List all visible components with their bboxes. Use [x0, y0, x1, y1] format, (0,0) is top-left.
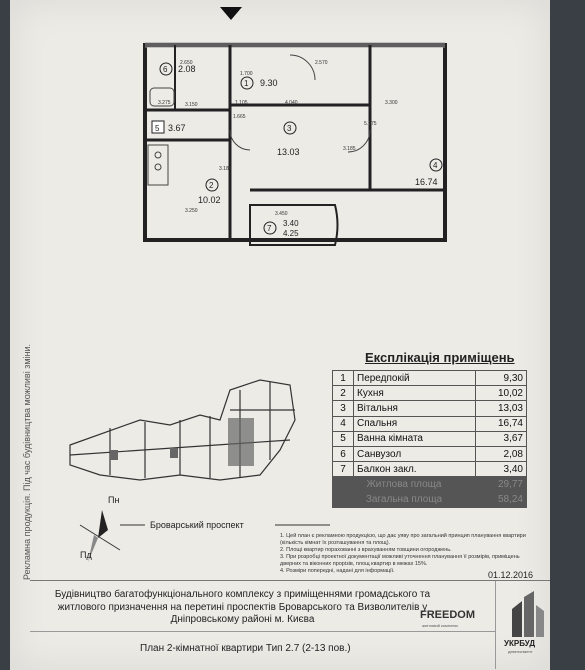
plan-title: План 2-кімнатної квартири Тип 2.7 (2-13 …	[140, 643, 351, 654]
svg-text:1.700: 1.700	[240, 71, 253, 77]
ukrbud-logo-icon	[512, 591, 544, 637]
site-plan: Пн Пд Броварський проспект	[69, 379, 330, 562]
freedom-logo: FREEDOM	[420, 609, 475, 621]
svg-text:16.74: 16.74	[415, 177, 438, 187]
svg-text:Пд: Пд	[80, 550, 92, 560]
svg-text:2.650: 2.650	[180, 60, 193, 66]
svg-text:4.25: 4.25	[283, 229, 299, 238]
svg-text:3.450: 3.450	[275, 211, 288, 217]
svg-text:10.02: 10.02	[198, 195, 221, 205]
svg-text:3.300: 3.300	[385, 100, 398, 106]
svg-text:Броварський проспект: Броварський проспект	[150, 520, 244, 530]
svg-text:4: 4	[433, 161, 438, 170]
svg-text:6: 6	[163, 65, 168, 74]
svg-text:1.105: 1.105	[235, 100, 248, 106]
svg-text:3: 3	[287, 124, 292, 133]
svg-text:3.40: 3.40	[283, 219, 299, 228]
floor-plan: 2.650 2.570 1.700 1.105 4.040 3.300 3.15…	[143, 7, 447, 246]
document-date: 01.12.2016	[488, 570, 534, 580]
svg-text:3.275: 3.275	[158, 100, 171, 106]
entrance-arrow-icon	[220, 7, 242, 20]
svg-text:2.570: 2.570	[315, 60, 328, 66]
title-block: Будівництво багатофункціонального компле…	[30, 580, 550, 669]
svg-text:3.67: 3.67	[168, 123, 186, 133]
svg-text:1: 1	[244, 79, 249, 88]
svg-text:3.150: 3.150	[185, 102, 198, 108]
legend-title: Експлікація приміщень	[365, 350, 515, 365]
project-description: Будівництво багатофункціонального компле…	[54, 589, 431, 625]
svg-text:13.03: 13.03	[277, 147, 300, 157]
svg-text:3.184: 3.184	[219, 166, 232, 172]
svg-text:9.30: 9.30	[260, 78, 278, 88]
svg-text:Пн: Пн	[108, 495, 119, 505]
svg-text:2.08: 2.08	[178, 64, 196, 74]
svg-text:3.185: 3.185	[343, 146, 356, 152]
svg-text:7: 7	[267, 224, 272, 233]
document-sheet: Рекламна продукція. Під час будівництва …	[10, 0, 550, 670]
svg-text:5: 5	[155, 124, 160, 133]
svg-text:1.665: 1.665	[233, 114, 246, 120]
svg-text:5.175: 5.175	[364, 121, 377, 127]
compass-icon	[79, 510, 121, 562]
svg-text:3.250: 3.250	[185, 208, 198, 214]
notes: 1. Цей план є рекламною продукцією, що д…	[280, 533, 526, 574]
sidebar-notice: Рекламна продукція. Під час будівництва …	[22, 343, 32, 580]
svg-text:2: 2	[209, 181, 214, 190]
svg-text:4.040: 4.040	[285, 100, 298, 106]
